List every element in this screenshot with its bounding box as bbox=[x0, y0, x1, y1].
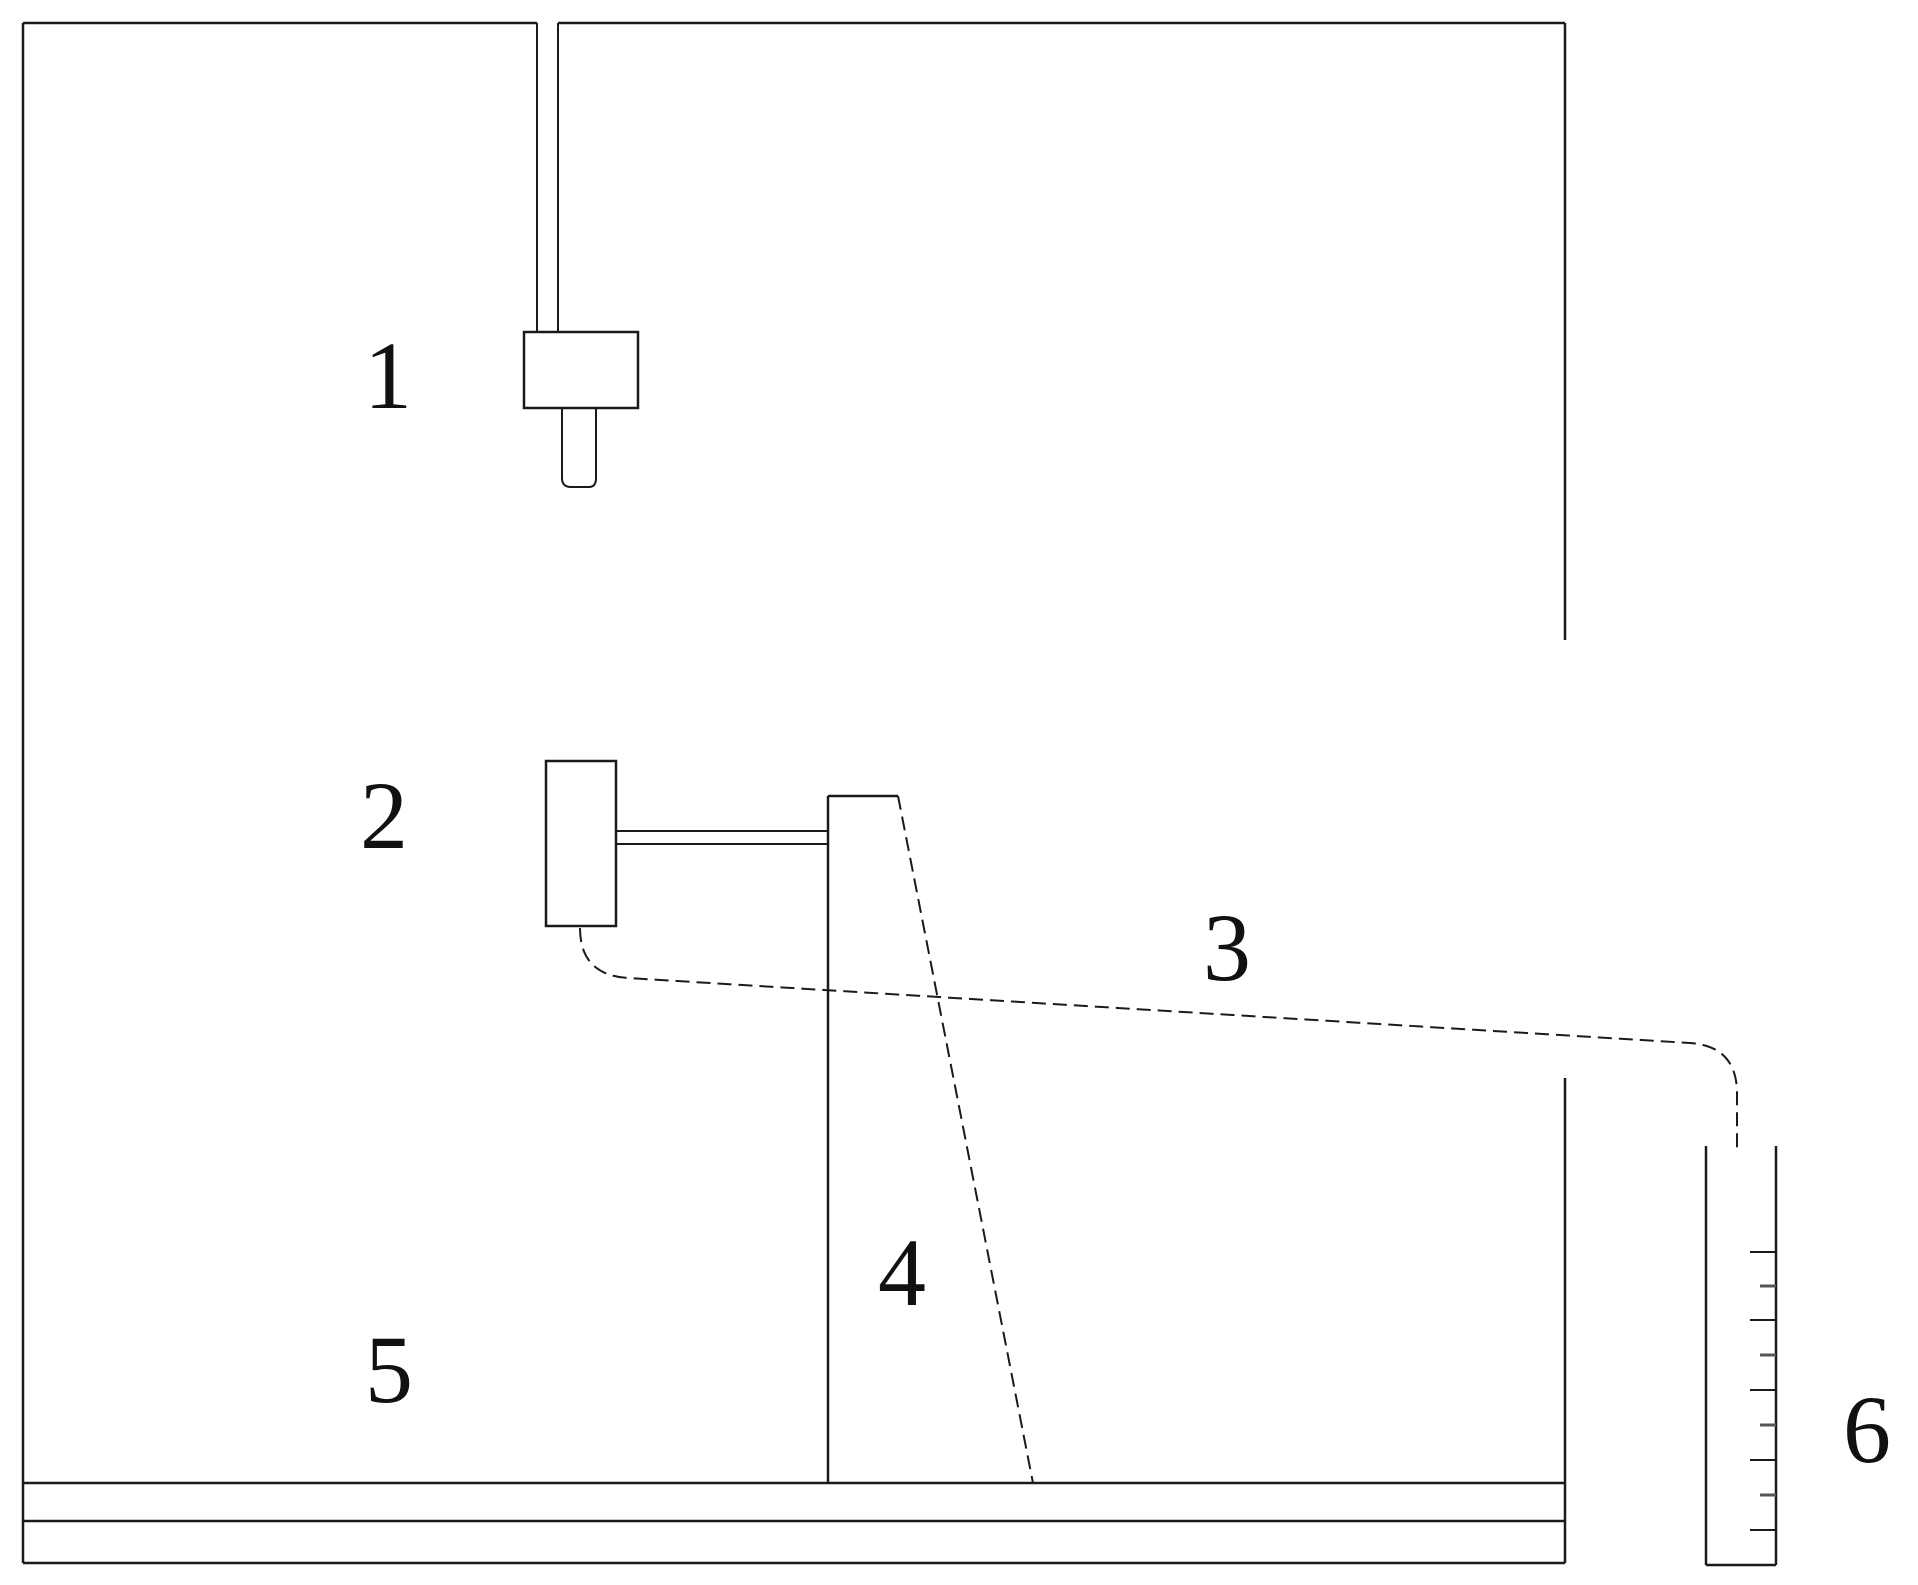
nozzle-body bbox=[522, 330, 640, 410]
chamber bbox=[21, 21, 1567, 1563]
support-post bbox=[826, 794, 1034, 1484]
connecting-tube bbox=[579, 927, 1738, 1150]
label-2: 2 bbox=[360, 762, 408, 869]
cylinder-scale bbox=[1750, 1251, 1776, 1531]
nozzle-tip bbox=[561, 408, 597, 488]
label-6: 6 bbox=[1843, 1376, 1891, 1483]
base-plate bbox=[23, 1481, 1565, 1565]
label-1: 1 bbox=[364, 322, 412, 429]
post-diagonal bbox=[897, 795, 1034, 1484]
label-5: 5 bbox=[365, 1316, 413, 1423]
sensor-box bbox=[544, 759, 618, 928]
label-4: 4 bbox=[878, 1219, 926, 1326]
graduated-cylinder bbox=[1704, 1146, 1778, 1567]
nozzle-assembly bbox=[522, 23, 640, 488]
sensor-assembly bbox=[544, 759, 828, 928]
label-3: 3 bbox=[1203, 894, 1251, 1001]
